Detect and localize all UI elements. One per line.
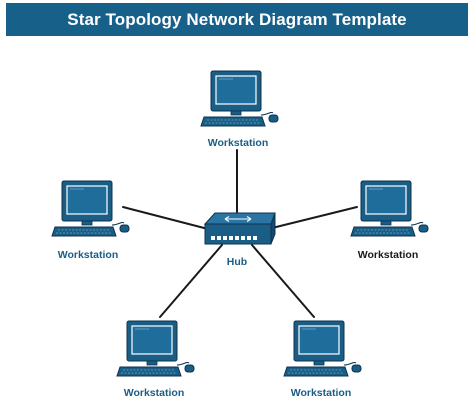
workstation-top[interactable]: Workstation — [200, 70, 279, 149]
page-title: Star Topology Network Diagram Template — [6, 3, 468, 36]
link-hub-to-bottom-left — [159, 244, 223, 318]
workstation-icon — [116, 320, 195, 377]
workstation-label: Workstation — [358, 249, 418, 261]
workstation-label: Workstation — [124, 387, 184, 399]
workstation-icon — [283, 320, 362, 377]
network-hub-icon — [203, 212, 276, 245]
workstation-icon — [350, 180, 429, 237]
workstation-icon — [51, 180, 130, 237]
network-links — [122, 149, 358, 318]
workstation-label: Workstation — [58, 249, 118, 261]
workstation-icon — [200, 70, 279, 127]
workstation-right[interactable]: Workstation — [350, 180, 429, 261]
workstation-left[interactable]: Workstation — [51, 180, 130, 261]
workstation-label: Workstation — [291, 387, 351, 399]
link-hub-to-right — [267, 206, 358, 230]
link-hub-to-left — [122, 206, 209, 230]
workstation-bottom-left[interactable]: Workstation — [116, 320, 195, 399]
hub-node[interactable] — [203, 212, 276, 245]
hub-label: Hub — [227, 256, 247, 268]
link-hub-to-bottom-right — [251, 244, 315, 318]
workstation-bottom-right[interactable]: Workstation — [283, 320, 362, 399]
workstation-label: Workstation — [208, 137, 268, 149]
